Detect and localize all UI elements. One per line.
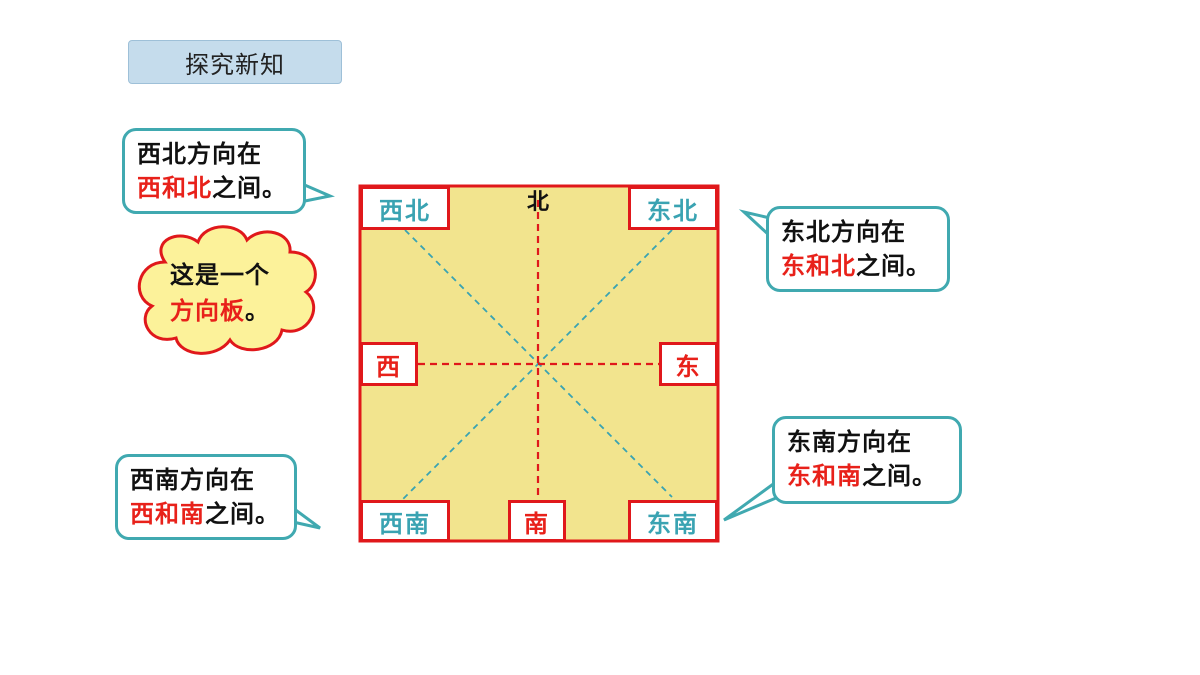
corner-northwest: 西北 — [360, 186, 450, 230]
tail-nw — [299, 181, 335, 204]
north-label: 北 — [527, 189, 550, 215]
tail-sw — [292, 506, 321, 530]
callout-highlight: 东和南 — [787, 461, 862, 490]
section-title: 探究新知 — [128, 40, 342, 84]
callout-line: 东南方向在 — [787, 427, 912, 456]
cloud-text: 这是一个 方向板。 — [170, 257, 270, 329]
callout-rest: 之间。 — [862, 461, 937, 490]
cloud-shape — [137, 225, 317, 355]
east-box: 东 — [659, 342, 718, 386]
callout-northwest: 西北方向在 西和北之间。 — [122, 128, 306, 214]
corner-northeast: 东北 — [628, 186, 718, 230]
diagonal-ne-sw — [401, 229, 673, 501]
south-box: 南 — [508, 500, 566, 542]
west-box: 西 — [360, 342, 418, 386]
callout-highlight: 西和南 — [130, 499, 205, 528]
cloud-highlight: 方向板 — [170, 296, 245, 325]
callout-rest: 之间。 — [205, 499, 280, 528]
callout-highlight: 东和北 — [781, 251, 856, 280]
callout-line: 西北方向在 — [137, 139, 262, 168]
callout-northeast: 东北方向在 东和北之间。 — [766, 206, 950, 292]
callout-highlight: 西和北 — [137, 173, 212, 202]
corner-southwest: 西南 — [360, 500, 450, 542]
corner-southeast: 东南 — [628, 500, 718, 542]
cloud-punct: 。 — [245, 296, 270, 325]
tail-ne — [738, 209, 772, 238]
callout-line: 西南方向在 — [130, 465, 255, 494]
callout-rest: 之间。 — [212, 173, 287, 202]
callout-rest: 之间。 — [856, 251, 931, 280]
cloud-line-1: 这是一个 — [170, 260, 270, 289]
callout-southwest: 西南方向在 西和南之间。 — [115, 454, 297, 540]
tail-se — [723, 480, 777, 522]
callout-line: 东北方向在 — [781, 217, 906, 246]
callout-southeast: 东南方向在 东和南之间。 — [772, 416, 962, 504]
